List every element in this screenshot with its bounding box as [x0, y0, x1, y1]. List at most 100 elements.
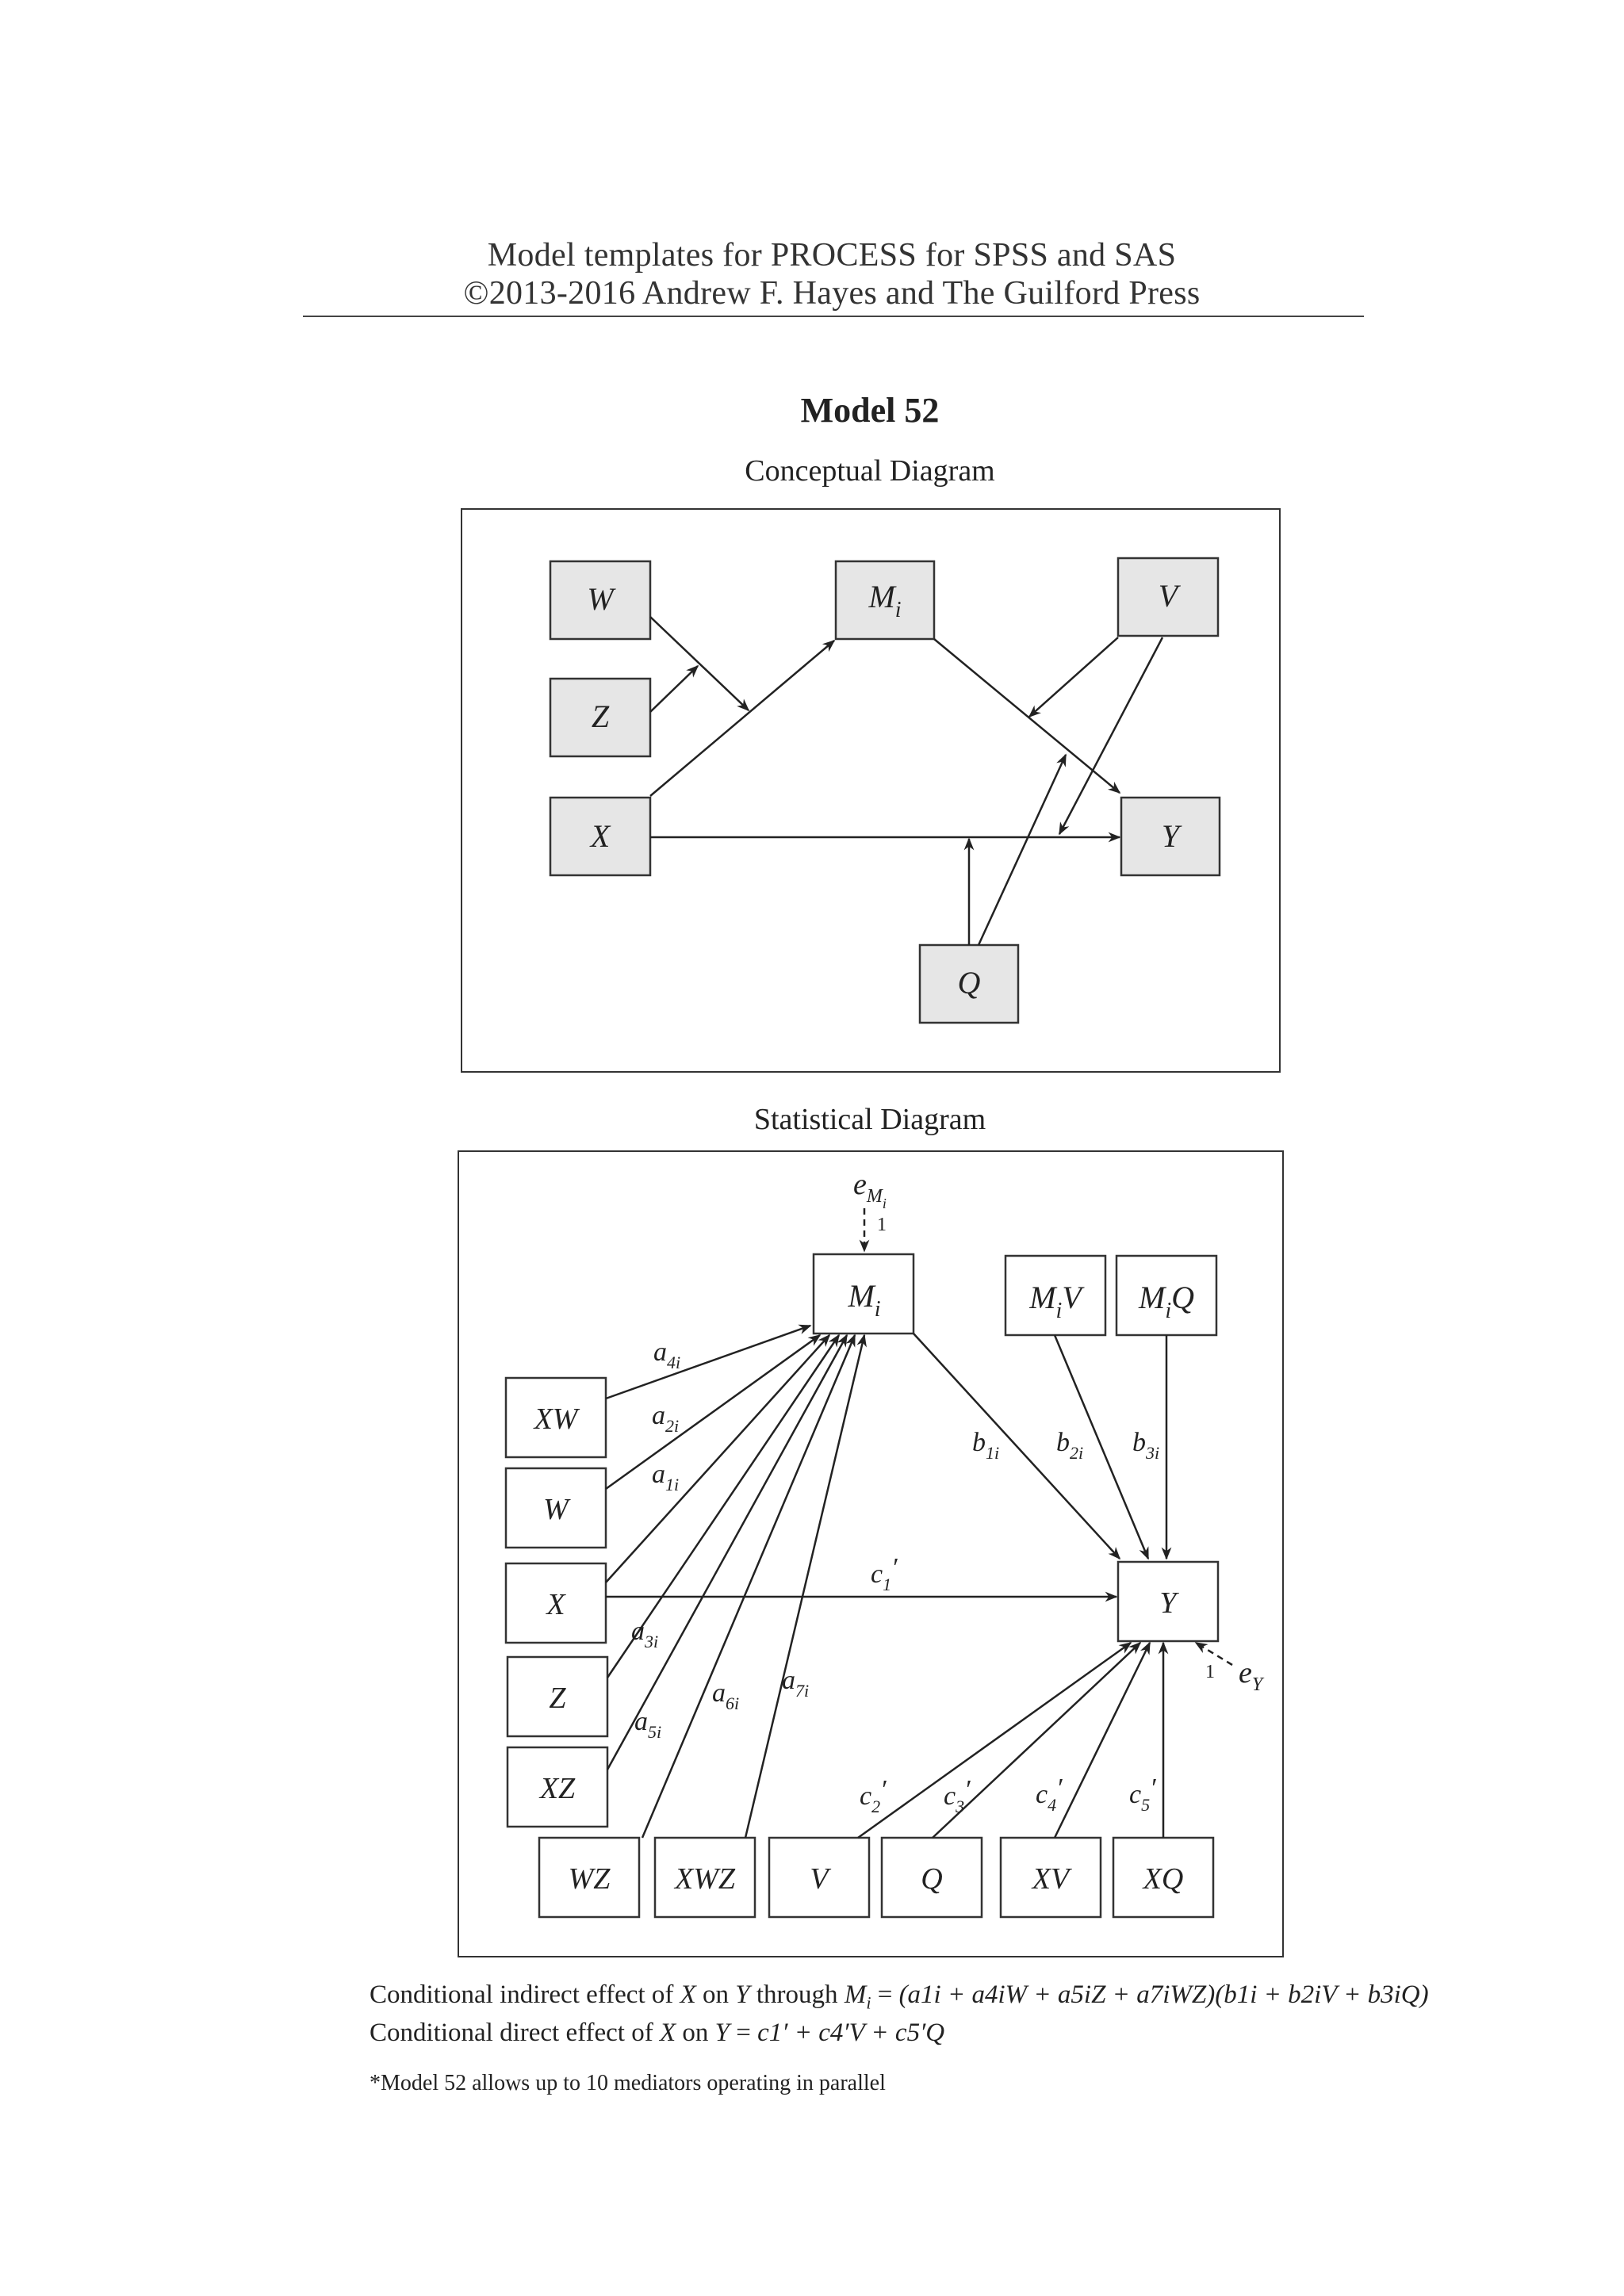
conceptual-node-x-label: X [589, 818, 611, 854]
coef-b3-sub: 3i [1145, 1443, 1159, 1463]
stat-node-xv-label: XV [1031, 1862, 1072, 1896]
coef-c5-prime: ′ [1150, 1774, 1156, 1803]
stat-node-miq-tail: Q [1171, 1280, 1194, 1315]
stat-node-w-label: W [543, 1493, 571, 1526]
svg-text:Mi: Mi [868, 579, 901, 622]
arrow-z-to-wpath [649, 664, 699, 713]
stat-node-miq-sub: i [1165, 1299, 1171, 1323]
stat-node-mi-sub: i [875, 1297, 881, 1322]
coef-c1-prime: ′ [891, 1553, 898, 1582]
coef-c1: c [871, 1559, 883, 1589]
arrow-v-to-xy-path [1058, 637, 1164, 836]
arrow-x-to-m [649, 639, 836, 797]
coef-c5: c [1129, 1780, 1141, 1809]
header-rule [303, 316, 1364, 317]
indirect-effect-y: Y [735, 1980, 750, 2009]
svg-text:a4i: a4i [653, 1337, 680, 1372]
conceptual-frame [461, 508, 1281, 1073]
coef-a6: a [712, 1678, 726, 1708]
svg-text:b2i: b2i [1056, 1428, 1083, 1463]
conceptual-node-v: V [1116, 557, 1220, 637]
stat-box-q [880, 1836, 983, 1919]
stat-node-mi-label: M [847, 1278, 876, 1314]
coef-c2-prime: ′ [880, 1775, 887, 1804]
coef-a4-sub: 4i [667, 1353, 680, 1372]
stat-error-em-weight: 1 [877, 1215, 887, 1235]
direct-effect-label: Conditional direct effect of [370, 2019, 653, 2047]
path-xw-to-m [605, 1324, 812, 1400]
svg-text:Mi: Mi [847, 1278, 880, 1322]
svg-text:a5i: a5i [634, 1707, 661, 1742]
svg-text:b1i: b1i [972, 1428, 999, 1463]
coef-a5-sub: 5i [648, 1722, 661, 1742]
stat-error-ey: e [1239, 1656, 1252, 1689]
stat-box-mi [812, 1253, 915, 1335]
stat-box-x [504, 1562, 607, 1644]
path-z-to-m [606, 1334, 841, 1678]
stat-node-x-label: X [545, 1588, 566, 1621]
coef-c1-sub: 1 [883, 1575, 891, 1594]
svg-text:eMi: eMi [853, 1168, 887, 1211]
model-title: Model 52 [800, 391, 940, 430]
stat-node-v-label: V [810, 1862, 831, 1896]
coef-b2-sub: 2i [1070, 1443, 1083, 1463]
stat-node-wz-label: WZ [569, 1862, 611, 1896]
conceptual-node-mi: Mi [834, 560, 936, 641]
stat-box-xwz [653, 1836, 756, 1919]
statistical-frame [458, 1150, 1284, 1957]
svg-text:a2i: a2i [652, 1401, 679, 1436]
conceptual-node-w-label: W [587, 581, 616, 617]
path-x-to-m [605, 1334, 831, 1583]
coef-a7: a [782, 1666, 795, 1695]
path-m-to-y [913, 1333, 1121, 1560]
stat-error-ey-sub: Y [1252, 1674, 1265, 1695]
stat-box-wz [538, 1836, 641, 1919]
stat-node-xq-label: XQ [1142, 1862, 1184, 1896]
path-w-to-m [605, 1334, 822, 1490]
path-wz-to-m [641, 1334, 856, 1839]
conceptual-node-mi-label: M [868, 579, 897, 614]
svg-text:c3′: c3′ [944, 1775, 971, 1816]
coef-c2: c [860, 1781, 871, 1811]
svg-text:c4′: c4′ [1036, 1774, 1063, 1815]
conceptual-node-z-label: Z [592, 698, 610, 734]
coef-c3: c [944, 1781, 956, 1811]
arrow-m-to-y [933, 638, 1121, 794]
statistical-arrows [605, 1324, 1172, 1839]
coef-a1-sub: 1i [665, 1475, 679, 1494]
indirect-effect-line: Conditional indirect effect of X on Y th… [370, 1980, 1429, 2013]
conceptual-node-y-label: Y [1162, 818, 1182, 854]
svg-text:MiV: MiV [1028, 1280, 1085, 1323]
stat-node-y-label: Y [1159, 1586, 1179, 1620]
svg-text:c1′: c1′ [871, 1553, 898, 1594]
indirect-effect-formula: (a1i + a4iW + a5iZ + a7iWZ)(b1i + b2iV +… [898, 1980, 1429, 2009]
statistical-diagram-heading: Statistical Diagram [753, 1103, 986, 1136]
coef-c5-sub: 5 [1141, 1795, 1150, 1815]
coef-a2-sub: 2i [665, 1416, 679, 1436]
coef-a2: a [652, 1401, 665, 1430]
statistical-node-boxes [504, 1253, 1220, 1919]
coef-c3-sub: 3 [955, 1797, 964, 1816]
coef-b1: b [972, 1428, 986, 1457]
stat-node-q-label: Q [921, 1862, 942, 1896]
indirect-effect-x: X [680, 1980, 696, 2009]
direct-effect-formula: c1′ + c4′V + c5′Q [757, 2019, 945, 2047]
stat-box-xv [999, 1836, 1102, 1919]
coef-c3-prime: ′ [964, 1775, 971, 1804]
stat-error-em-subsub: i [883, 1196, 887, 1211]
stat-box-v [768, 1836, 871, 1919]
direct-effect-line: Conditional direct effect of X on Y = c1… [370, 2019, 945, 2047]
coef-b3: b [1132, 1428, 1146, 1457]
conceptual-node-w: W [549, 560, 652, 641]
stat-error-em: e [853, 1168, 867, 1201]
stat-node-xw-label: XW [533, 1402, 580, 1436]
stat-box-xz [506, 1746, 609, 1828]
svg-text:MiQ: MiQ [1138, 1280, 1194, 1323]
stat-node-xwz-label: XWZ [673, 1862, 736, 1896]
stat-box-y [1116, 1560, 1220, 1643]
coef-c2-sub: 2 [871, 1797, 880, 1816]
header-line-1: Model templates for PROCESS for SPSS and… [487, 237, 1177, 274]
stat-error-ey-weight: 1 [1205, 1662, 1215, 1682]
path-xv-to-y [1053, 1641, 1151, 1839]
